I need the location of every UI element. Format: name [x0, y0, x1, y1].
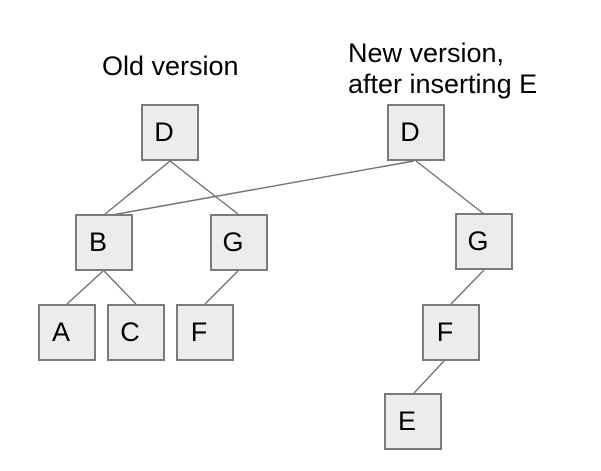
tree-node-new-E: E [384, 393, 442, 450]
old-version-title: Old version [102, 51, 239, 81]
tree-node-new-D: D [387, 104, 445, 161]
tree-node-new-F: F [422, 304, 480, 361]
tree-node-new-G: G [455, 213, 513, 270]
tree-node-label: D [400, 117, 420, 147]
tree-node-label: G [467, 226, 489, 256]
tree-node-old-A: A [38, 304, 96, 361]
tree-edge-old-G-to-old-F [204, 270, 239, 305]
tree-node-old-F: F [176, 304, 234, 361]
tree-edge-old-D-to-old-G [169, 160, 239, 215]
tree-node-label: E [397, 406, 416, 436]
tree-node-label: G [222, 227, 244, 257]
tree-edge-old-B-to-old-A [66, 270, 104, 305]
new-version-title: New version, after inserting E [348, 38, 537, 100]
tree-node-old-C: C [107, 304, 165, 361]
tree-edge-new-G-to-new-F [450, 269, 485, 305]
tree-edge-old-B-to-old-C [103, 270, 137, 305]
tree-edge-new-D-to-new-G [415, 160, 485, 215]
new-version-title-line-1: New version, [348, 38, 505, 68]
tree-node-old-G: G [210, 214, 268, 271]
tree-node-label: F [436, 317, 454, 347]
tree-edge-old-D-to-old-B [103, 160, 171, 216]
tree-node-old-B: B [75, 214, 133, 271]
tree-node-label: F [190, 317, 208, 347]
tree-node-old-D: D [141, 104, 199, 161]
tree-node-label: D [154, 117, 174, 147]
tree-edge-new-F-to-new-E [413, 360, 445, 394]
tree-edge-new-D-to-old-B [105, 160, 415, 217]
tree-node-label: A [51, 317, 70, 347]
new-version-title-line-2: after inserting E [348, 69, 538, 99]
tree-node-label: B [88, 227, 107, 257]
tree-node-label: C [120, 317, 140, 347]
